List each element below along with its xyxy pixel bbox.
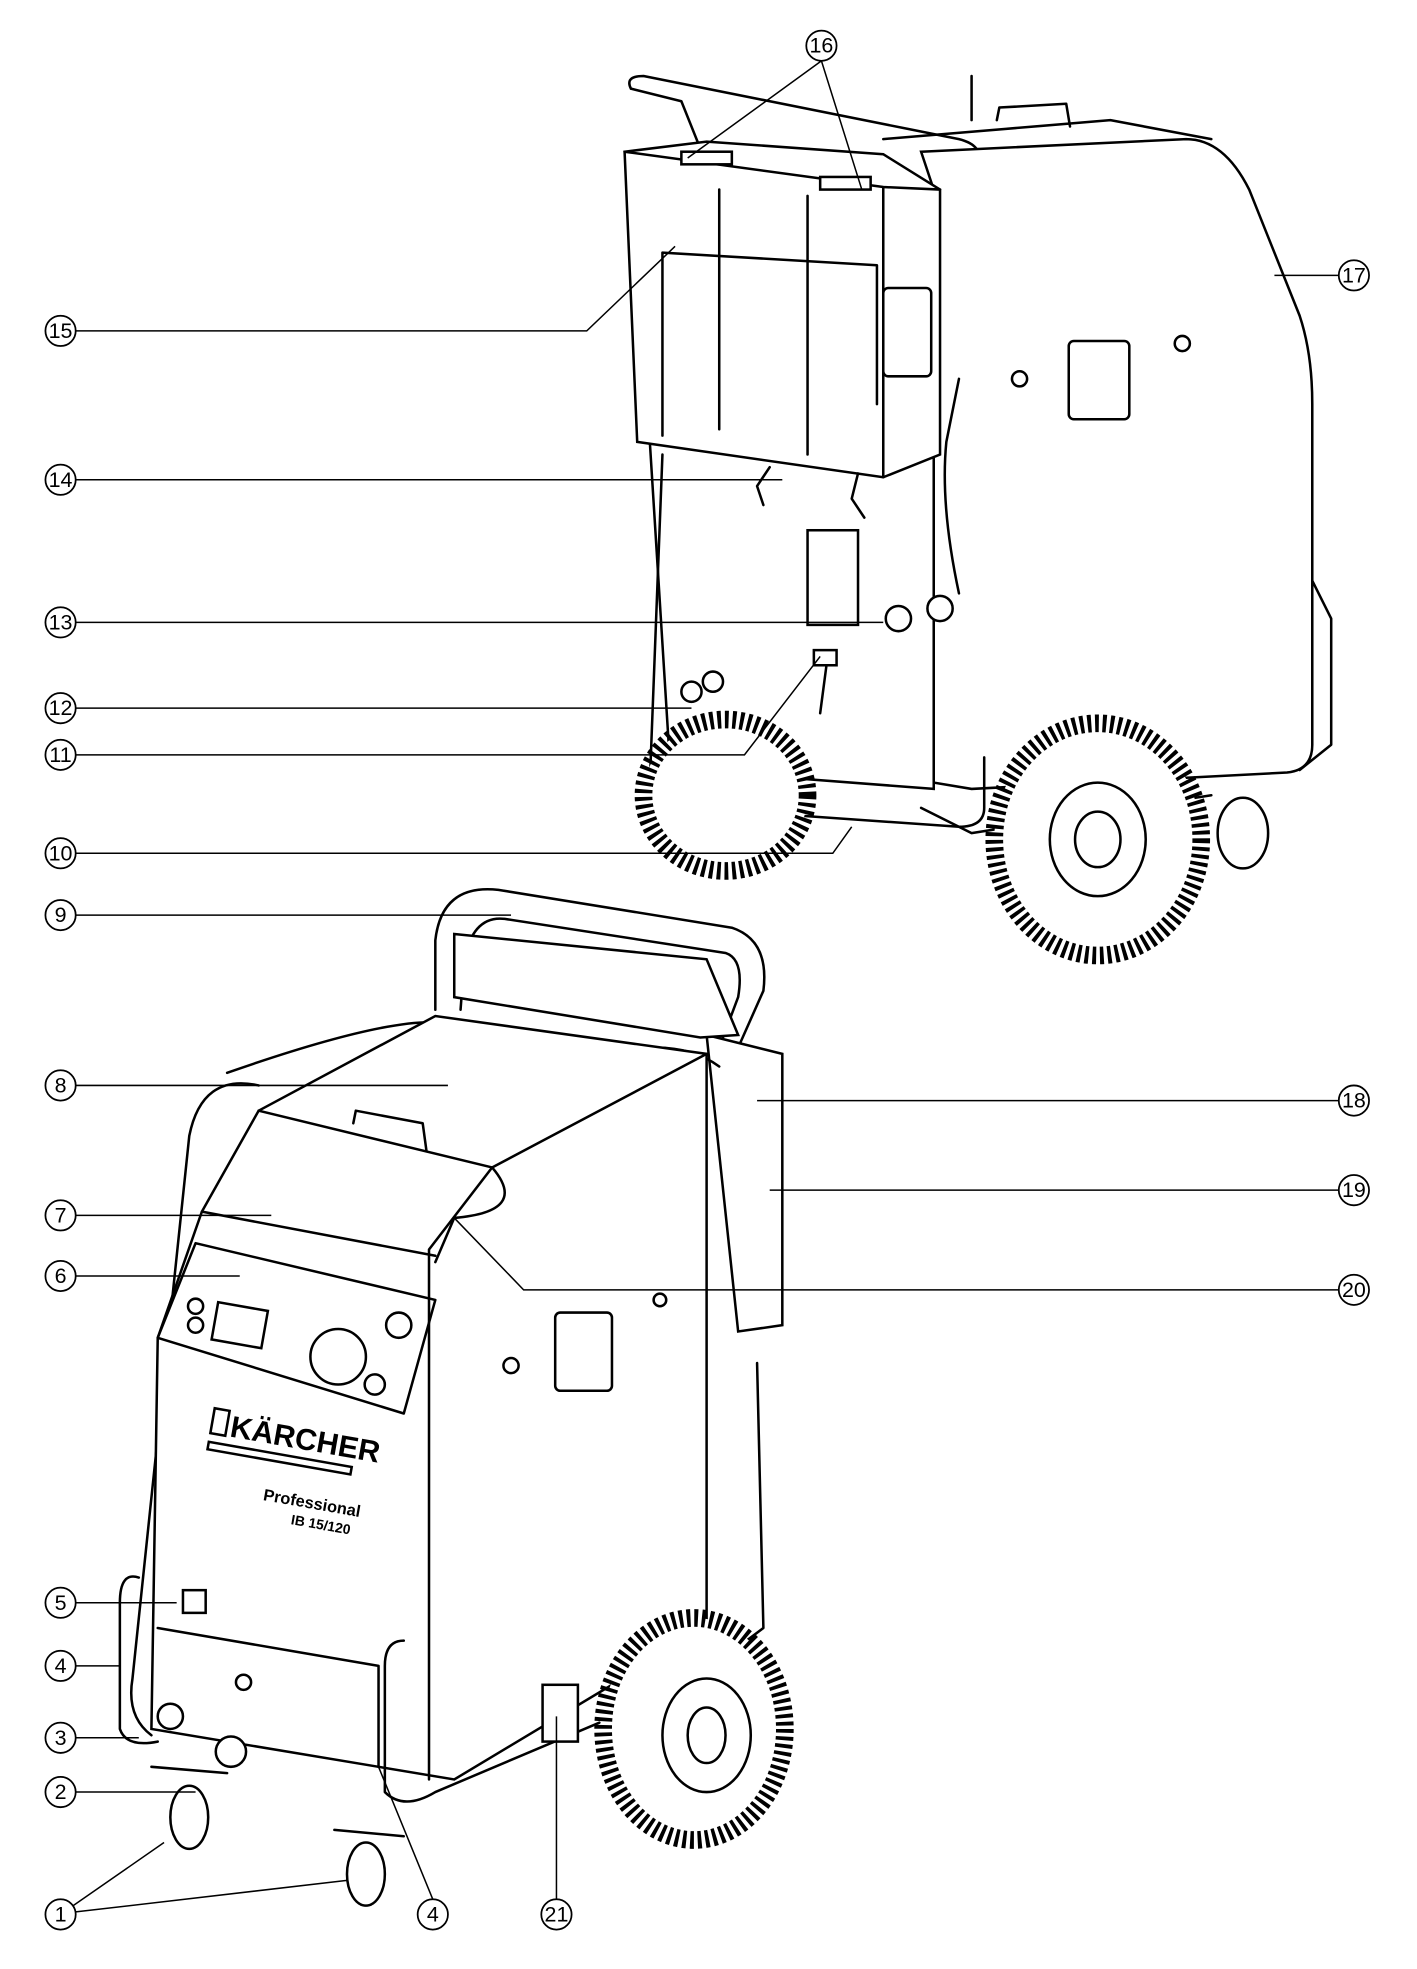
front-view-machine: KÄRCHER Professional IB 15/120 [118, 887, 794, 1907]
callout-17: 17 [1337, 259, 1370, 292]
callout-7: 7 [44, 1199, 77, 1232]
callout-4: 4 [44, 1649, 77, 1682]
callout-16: 16 [805, 29, 838, 62]
callout-9: 9 [44, 899, 77, 932]
svg-text:20: 20 [1342, 1278, 1366, 1302]
svg-text:11: 11 [49, 743, 71, 767]
svg-text:19: 19 [1342, 1178, 1366, 1202]
callout-10: 10 [44, 837, 77, 870]
callout-markers: 1 2 3 4 4 5 6 7 8 9 10 11 12 13 14 15 16… [44, 29, 1370, 1931]
svg-text:2: 2 [55, 1780, 67, 1804]
callout-12: 12 [44, 692, 77, 725]
callout-leaders [72, 60, 1339, 1913]
svg-text:17: 17 [1342, 263, 1366, 287]
svg-text:6: 6 [55, 1264, 67, 1288]
svg-text:1: 1 [55, 1902, 67, 1926]
callout-20: 20 [1337, 1273, 1370, 1306]
callout-3: 3 [44, 1721, 77, 1754]
callout-6: 6 [44, 1259, 77, 1293]
svg-text:16: 16 [810, 34, 834, 58]
svg-text:21: 21 [545, 1902, 569, 1926]
svg-text:4: 4 [55, 1654, 67, 1678]
svg-text:13: 13 [49, 610, 73, 634]
svg-text:8: 8 [55, 1073, 67, 1097]
svg-text:15: 15 [49, 319, 73, 343]
svg-text:5: 5 [55, 1591, 67, 1615]
callout-11: 11 [44, 738, 77, 771]
callout-14: 14 [44, 463, 77, 496]
callout-4-side: 4 [416, 1898, 449, 1931]
callout-2: 2 [44, 1776, 77, 1809]
callout-15: 15 [44, 314, 77, 347]
svg-text:4: 4 [427, 1902, 439, 1926]
svg-text:9: 9 [55, 903, 67, 927]
svg-text:10: 10 [49, 841, 73, 865]
svg-text:14: 14 [49, 468, 73, 492]
callout-18: 18 [1337, 1084, 1370, 1117]
svg-text:7: 7 [55, 1203, 67, 1227]
callout-21: 21 [540, 1898, 573, 1931]
callout-13: 13 [44, 606, 77, 639]
callout-19: 19 [1337, 1174, 1370, 1207]
callout-1: 1 [44, 1898, 77, 1931]
svg-text:12: 12 [49, 696, 73, 720]
callout-5: 5 [44, 1586, 77, 1619]
callout-8: 8 [44, 1069, 77, 1102]
svg-text:18: 18 [1342, 1089, 1366, 1113]
rear-view-machine [623, 74, 1333, 965]
svg-text:3: 3 [55, 1726, 67, 1750]
